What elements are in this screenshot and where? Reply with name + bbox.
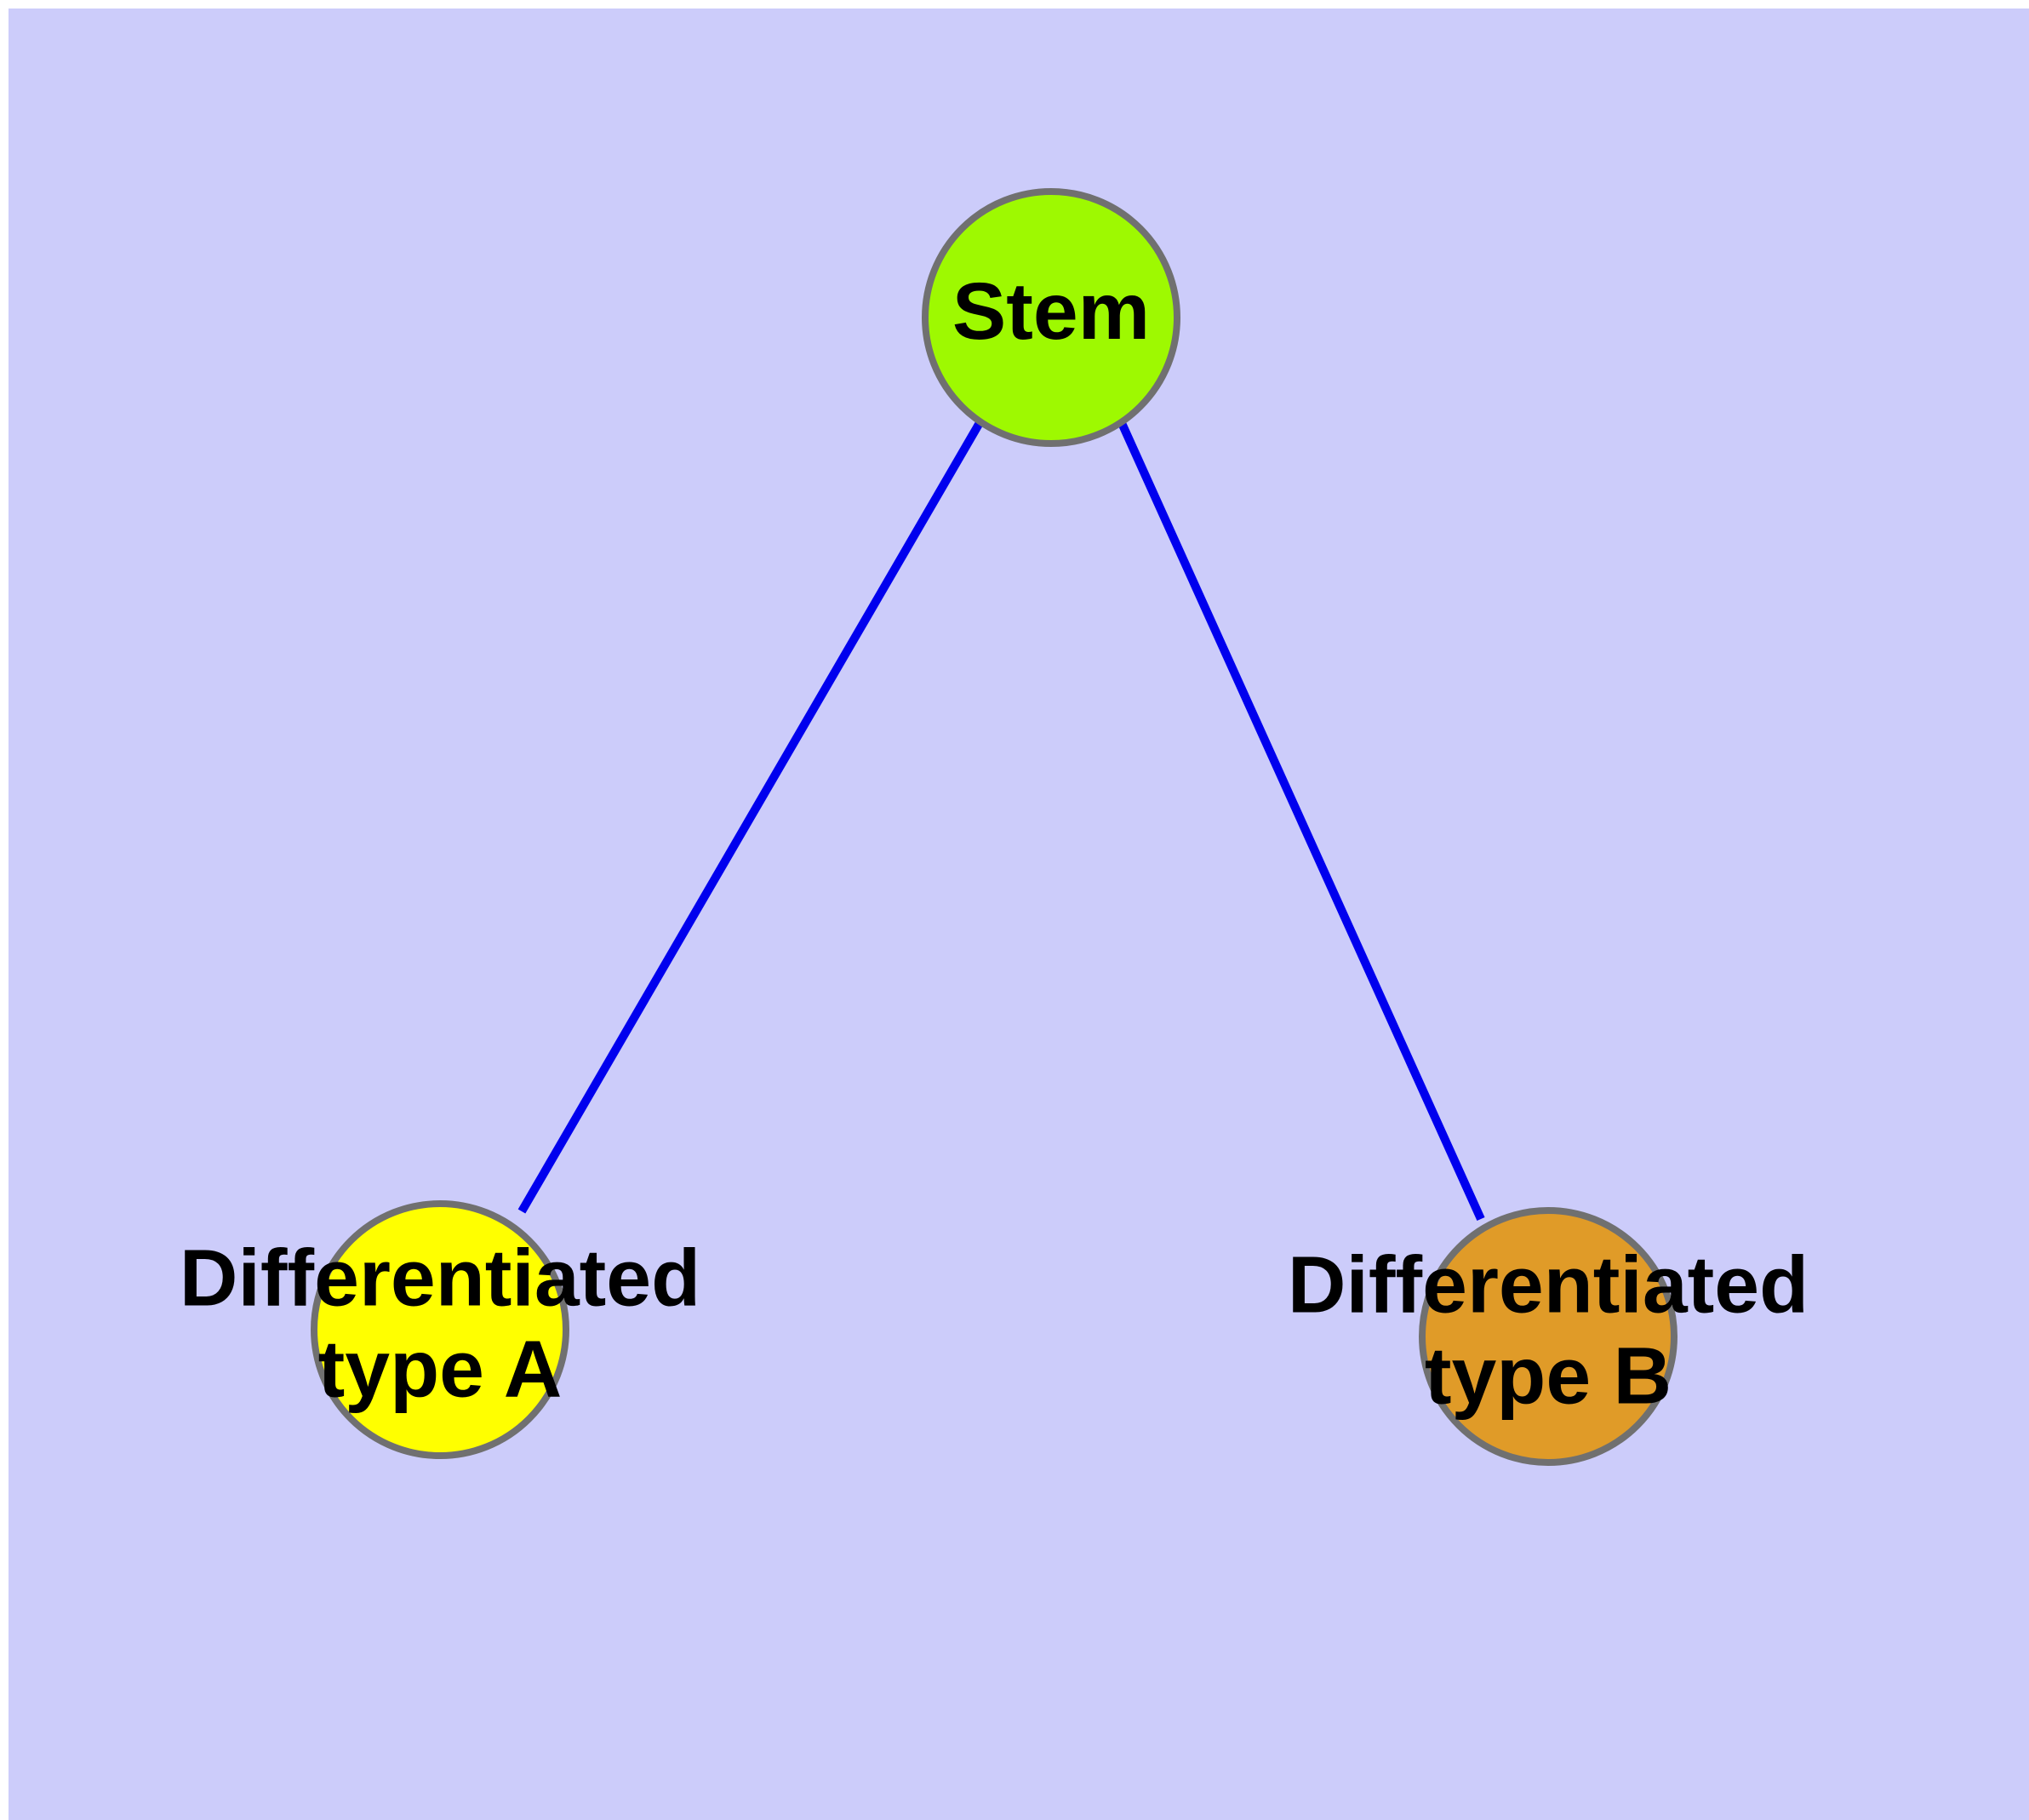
node-stem-circle[interactable] [922, 188, 1180, 447]
edge-layer [517, 419, 1485, 1222]
edge-stem-to-differentiated-type-a[interactable] [517, 419, 985, 1214]
node-stem[interactable]: Stem [922, 188, 1180, 447]
node-differentiated-type-a-circle[interactable] [311, 1200, 569, 1459]
node-stem-label: Stem [952, 266, 1150, 357]
node-differentiated-type-b-circle[interactable] [1419, 1207, 1677, 1466]
edge-stem-to-differentiated-type-b[interactable] [1117, 421, 1485, 1222]
